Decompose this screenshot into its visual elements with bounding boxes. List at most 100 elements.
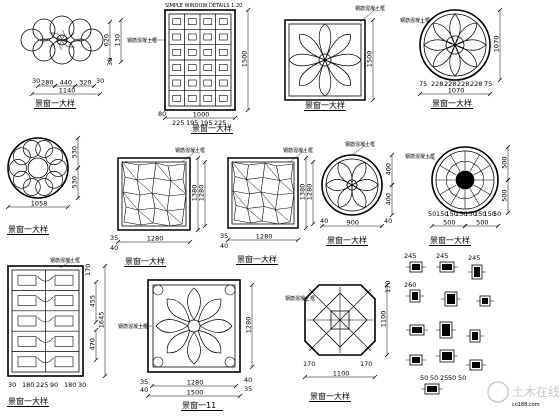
dimension-label: 35: [220, 232, 228, 240]
section-fill: [427, 386, 437, 392]
dimension-label: 195: [200, 119, 212, 127]
section-fill: [472, 362, 480, 368]
dimension-label: 150: [436, 210, 448, 218]
window-6-crackle-caption: 景窗一大样: [125, 256, 165, 266]
watermark-logo: [487, 381, 509, 403]
dimension-label: 225: [214, 119, 226, 127]
dimension-label: 1500: [241, 51, 249, 68]
dimension-label: 1280: [147, 235, 164, 243]
dimension-label: 50: [430, 374, 438, 382]
window-1-caption: 景窗一大样: [35, 98, 75, 108]
window-9-caption: 景窗一大样: [430, 235, 470, 245]
dimension-label: 130: [114, 34, 122, 46]
dimension-label: 50: [448, 374, 456, 382]
dimension-label: 1280: [306, 184, 314, 201]
dimension-label: 1500: [366, 51, 374, 68]
leader-line: [289, 149, 306, 163]
dimension-label: 40: [320, 217, 328, 225]
section-fill: [442, 324, 450, 336]
dimension-label: 35: [244, 385, 252, 393]
section-fill: [412, 357, 420, 363]
dimension-label: 440: [60, 79, 72, 87]
section-fill: [442, 352, 452, 360]
dimension-label: 150: [474, 210, 486, 218]
dimension-label: 195: [186, 119, 198, 127]
dimension-label: 245: [468, 254, 480, 262]
callout-note: 钢筋混凝土框: [405, 153, 435, 160]
leader-line: [59, 259, 73, 269]
dimension-label: 225: [172, 119, 184, 127]
sheet-header-text: SIMPLE WINDOW DETAILS 1:20: [165, 3, 242, 9]
callout-note: 钢筋混凝土框: [175, 147, 205, 154]
window-12-caption: 景窗一大样: [310, 391, 350, 401]
dimension-label: 35: [110, 234, 118, 242]
leader-line: [351, 143, 368, 156]
dimension-label: 1100: [380, 311, 388, 328]
dimension-label: 320: [79, 79, 91, 87]
window-8-round-flower: [319, 152, 395, 229]
window-6-crackle: [115, 155, 208, 245]
dimension-label: 1500: [187, 389, 204, 397]
window-3-caption: 景窗一大样: [305, 100, 345, 110]
watermark: [487, 381, 509, 403]
dimension-label: 170: [360, 360, 372, 368]
section-fill: [412, 327, 422, 333]
dimension-label: 50: [458, 374, 466, 382]
dimension-label: 530: [71, 176, 79, 188]
dimension-label: 150: [446, 210, 458, 218]
dimension-label: 228: [457, 80, 469, 88]
dimension-label: 170: [303, 360, 315, 368]
window-3-square-flower: [284, 17, 376, 103]
dimension-label: 400: [385, 193, 393, 205]
dimension-label: 500: [476, 219, 488, 227]
dimension-label: 1280: [256, 233, 273, 241]
dimension-label: 470: [89, 338, 97, 350]
dimension-label: 260: [404, 281, 416, 289]
dimension-label: 150: [455, 210, 467, 218]
leader-line: [421, 19, 424, 25]
window-9-round-center: [429, 144, 511, 229]
watermark-text: 土木在线: [512, 385, 560, 399]
callout-note: 钢筋混凝土框: [355, 5, 385, 12]
window-11-caption: 景窗一11: [182, 400, 216, 410]
callout-note: 钢筋混凝土框: [118, 323, 148, 330]
section-fill: [472, 332, 478, 340]
dimension-label: 170: [384, 281, 392, 293]
dimension-label: 180: [64, 381, 76, 389]
dimension-label: 500: [443, 219, 455, 227]
dimension-label: 1000: [193, 111, 210, 119]
dimension-label: 180: [22, 381, 34, 389]
section-fill: [447, 294, 455, 304]
window-10-caption: 景窗一大样: [8, 396, 48, 406]
dimension-label: 225: [36, 381, 48, 389]
dimension-label: 1380: [191, 185, 199, 202]
dimension-label: 30: [32, 77, 40, 85]
leader-line: [426, 155, 436, 161]
dimension-label: 1380: [299, 184, 307, 201]
center-disc: [455, 170, 475, 190]
callout-note: 钢筋混凝土框: [285, 295, 315, 302]
dimension-label: 30: [8, 381, 16, 389]
dimension-label: 1070: [448, 87, 465, 95]
window-5-ring: [5, 135, 81, 210]
dimension-label: 1280: [198, 185, 206, 202]
section-fill: [412, 292, 418, 300]
dimension-label: 1280: [245, 317, 253, 334]
window-5-caption: 景窗一大样: [8, 224, 48, 234]
dimension-label: 80: [158, 110, 166, 118]
dimension-label: 30: [106, 58, 114, 66]
dimension-label: 280: [41, 79, 53, 87]
dimension-label: 500: [501, 189, 509, 201]
dimension-label: 1140: [59, 87, 76, 95]
section-fill: [482, 298, 488, 304]
callout-note: 钢筋混凝土框: [127, 37, 157, 44]
window-13-section-details: [406, 261, 494, 395]
dimension-label: 530: [71, 146, 79, 158]
leader-line: [359, 7, 378, 23]
window-7-crackle-caption: 景窗一大样: [237, 254, 277, 264]
callout-note: 钢筋混凝土框: [50, 257, 80, 264]
leader-line: [305, 297, 308, 303]
dimension-label: 50: [428, 210, 436, 218]
dimension-label: 40: [244, 376, 252, 384]
dimension-label: 245: [404, 252, 416, 260]
